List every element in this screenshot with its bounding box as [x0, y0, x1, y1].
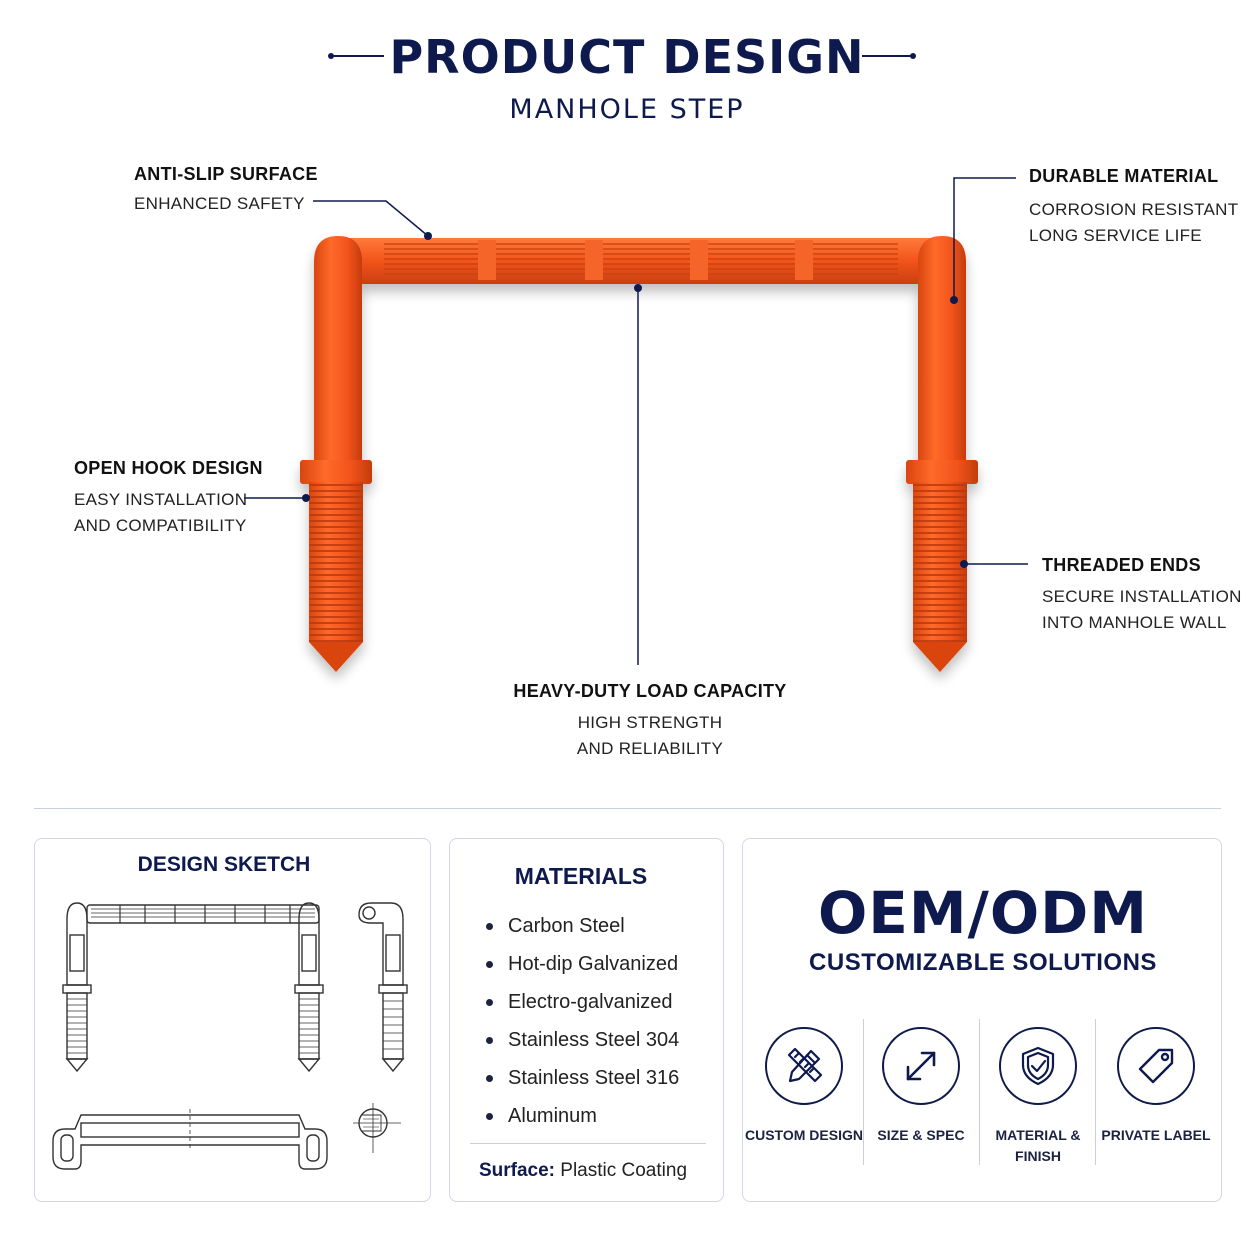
- callout-durable: DURABLE MATERIAL CORROSION RESISTANT LON…: [1029, 166, 1238, 249]
- callout-line: EASY INSTALLATION: [74, 490, 248, 509]
- tag-icon: [1117, 1027, 1195, 1105]
- section-divider: [34, 808, 1221, 809]
- material-item: Hot-dip Galvanized: [486, 945, 679, 983]
- callout-title: HEAVY-DUTY LOAD CAPACITY: [513, 681, 787, 701]
- oem-subtitle: CUSTOMIZABLE SOLUTIONS: [809, 949, 1157, 976]
- callout-line: CORROSION RESISTANT: [1029, 200, 1239, 219]
- callout-line: HIGH STRENGTH: [577, 713, 723, 732]
- feature-label-line: MATERIAL &: [995, 1127, 1081, 1143]
- surface-value: Plastic Coating: [560, 1160, 688, 1181]
- page-subtitle: MANHOLE STEP: [509, 94, 745, 125]
- oem-panel: OEM/ODM CUSTOMIZABLE SOLUTIONS CUSTOM DE…: [742, 838, 1222, 1202]
- oem-title: OEM/ODM: [818, 879, 1148, 947]
- material-item: Stainless Steel 304: [486, 1021, 679, 1059]
- material-item: Electro-galvanized: [486, 983, 679, 1021]
- page-title: PRODUCT DESIGN: [389, 30, 865, 84]
- callout-line: AND COMPATIBILITY: [74, 516, 247, 535]
- callout-heavy-duty: HEAVY-DUTY LOAD CAPACITY HIGH STRENGTH A…: [450, 681, 850, 762]
- callout-line: ENHANCED SAFETY: [134, 194, 305, 213]
- title-rule-left: [332, 55, 384, 57]
- feature-label-line: FINISH: [1015, 1148, 1061, 1164]
- callout-line: LONG SERVICE LIFE: [1029, 226, 1202, 245]
- callout-anti-slip: ANTI-SLIP SURFACE ENHANCED SAFETY: [134, 164, 318, 217]
- manhole-step-illustration: [244, 177, 1028, 672]
- materials-list: Carbon Steel Hot-dip Galvanized Electro-…: [486, 907, 679, 1135]
- callout-threaded: THREADED ENDS SECURE INSTALLATION INTO M…: [1042, 555, 1242, 636]
- pencil-ruler-icon: [765, 1027, 843, 1105]
- surface-label: Surface:: [478, 1160, 555, 1181]
- title-rule-right: [862, 55, 914, 57]
- feature-label: PRIVATE LABEL: [1101, 1127, 1211, 1143]
- callout-title: THREADED ENDS: [1042, 555, 1201, 575]
- callout-title: OPEN HOOK DESIGN: [74, 458, 263, 478]
- callout-title: DURABLE MATERIAL: [1029, 166, 1219, 186]
- feature-separator: [1095, 1019, 1096, 1165]
- design-sketch-panel: DESIGN SKETCH: [34, 838, 431, 1202]
- feature-label: CUSTOM DESIGN: [745, 1127, 863, 1143]
- callout-open-hook: OPEN HOOK DESIGN EASY INSTALLATION AND C…: [74, 458, 263, 539]
- technical-sketch: [52, 902, 408, 1170]
- callout-title: ANTI-SLIP SURFACE: [134, 164, 318, 184]
- material-item: Aluminum: [486, 1097, 679, 1135]
- feature-material-finish: MATERIAL & FINISH: [979, 1027, 1097, 1167]
- feature-custom-design: CUSTOM DESIGN: [743, 1027, 865, 1146]
- title-dot-right: [910, 53, 916, 59]
- title-dot-left: [328, 53, 334, 59]
- shield-check-icon: [999, 1027, 1077, 1105]
- resize-arrows-icon: [882, 1027, 960, 1105]
- material-item: Carbon Steel: [486, 907, 679, 945]
- feature-size-spec: SIZE & SPEC: [861, 1027, 981, 1146]
- callout-line: AND RELIABILITY: [576, 739, 724, 758]
- materials-divider: [470, 1143, 706, 1144]
- feature-label: MATERIAL & FINISH: [979, 1125, 1097, 1167]
- materials-panel: MATERIALS Carbon Steel Hot-dip Galvanize…: [449, 838, 724, 1202]
- callout-line: INTO MANHOLE WALL: [1042, 613, 1227, 632]
- design-sketch-title: DESIGN SKETCH: [137, 853, 311, 876]
- callout-line: SECURE INSTALLATION: [1042, 587, 1242, 606]
- feature-separator: [979, 1019, 980, 1165]
- feature-separator: [863, 1019, 864, 1165]
- feature-private-label: PRIVATE LABEL: [1095, 1027, 1217, 1146]
- surface-line: Surface: Plastic Coating: [450, 1160, 716, 1182]
- material-item: Stainless Steel 316: [486, 1059, 679, 1097]
- materials-title: MATERIALS: [514, 863, 648, 889]
- feature-label: SIZE & SPEC: [877, 1127, 965, 1143]
